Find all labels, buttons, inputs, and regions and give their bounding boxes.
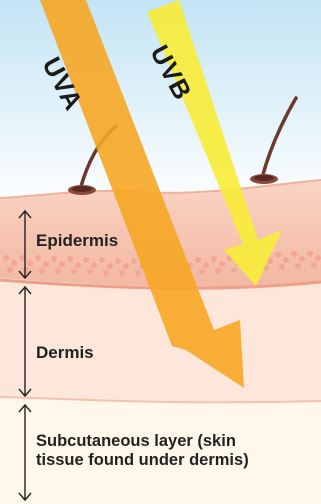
subcutaneous-label-line2: tissue found under dermis)	[36, 451, 249, 469]
dermis-label: Dermis	[36, 343, 94, 363]
subcutaneous-label-line1: Subcutaneous layer (skin	[36, 432, 236, 450]
subcutaneous-label: Subcutaneous layer (skin tissue found un…	[36, 432, 321, 471]
epidermis-label: Epidermis	[36, 231, 118, 251]
